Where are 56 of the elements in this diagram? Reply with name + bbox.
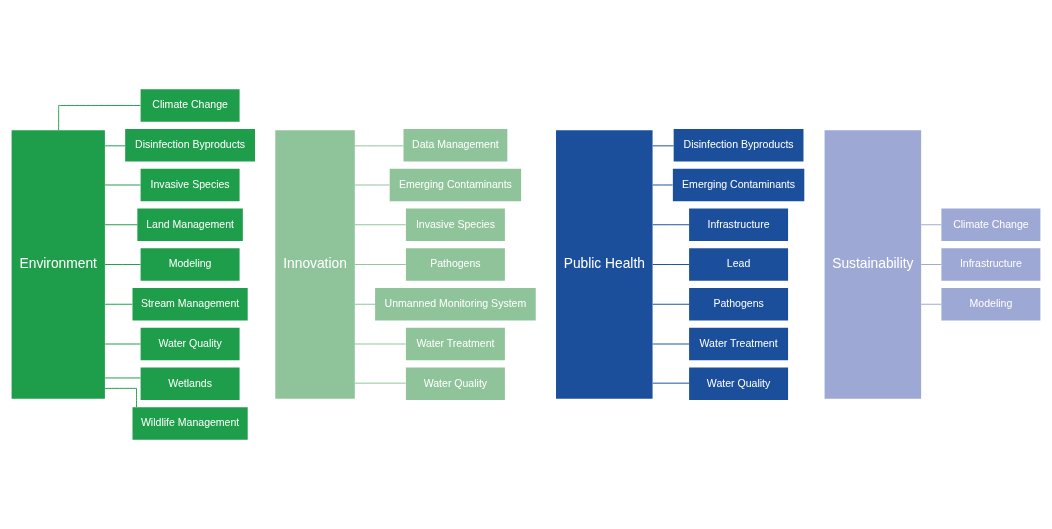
node-box: Modeling — [140, 248, 240, 281]
node-box: Data Management — [403, 129, 508, 162]
node-box: Innovation — [275, 130, 355, 399]
connector — [354, 184, 390, 186]
connector — [920, 224, 942, 226]
connector — [354, 224, 407, 226]
node-box: Environment — [11, 130, 105, 399]
connector — [354, 382, 407, 384]
connector — [652, 343, 690, 345]
node-box: Lead — [689, 248, 789, 281]
connector — [652, 264, 690, 265]
connector — [104, 224, 138, 226]
node-box: Pathogens — [405, 248, 505, 281]
connector — [652, 224, 690, 226]
node-box: Modeling — [941, 288, 1041, 321]
node-box: Wetlands — [140, 367, 240, 400]
node-box: Water Quality — [140, 327, 240, 361]
node-box: Water Quality — [405, 367, 505, 400]
node-box: Unmanned Monitoring System — [375, 288, 536, 321]
node-box: Emerging Contaminants — [672, 168, 805, 202]
node-box: Water Treatment — [405, 327, 505, 361]
connector — [652, 382, 690, 384]
node-box: Public Health — [556, 130, 653, 399]
node-box: Disinfection Byproducts — [125, 129, 255, 162]
node-box: Disinfection Byproducts — [673, 129, 804, 162]
node-box: Pathogens — [689, 288, 789, 321]
node-box: Infrastructure — [689, 208, 789, 241]
connector — [58, 105, 141, 131]
connector — [652, 184, 674, 186]
connector — [354, 343, 407, 345]
connector — [104, 145, 126, 147]
node-box: Wildlife Management — [132, 407, 248, 440]
node-box: Infrastructure — [941, 248, 1041, 281]
node-box: Climate Change — [140, 89, 240, 122]
connector — [354, 264, 407, 265]
node-box: Stream Management — [132, 288, 248, 321]
connector — [104, 377, 141, 379]
node-box: Invasive Species — [405, 208, 505, 241]
node-box: Land Management — [137, 208, 243, 241]
node-box: Water Quality — [689, 367, 789, 400]
node-box: Climate Change — [941, 208, 1041, 241]
connector — [652, 145, 675, 147]
connector — [104, 343, 141, 345]
node-box: Sustainability — [824, 130, 922, 399]
connector — [104, 387, 138, 408]
node-box: Invasive Species — [140, 168, 240, 202]
connector — [104, 264, 141, 265]
connector — [104, 184, 141, 186]
connector — [652, 303, 690, 305]
connector — [104, 303, 133, 305]
node-box: Water Treatment — [689, 327, 789, 361]
connector — [920, 303, 942, 305]
connector — [354, 145, 404, 147]
connector — [920, 264, 942, 265]
node-box: Emerging Contaminants — [389, 168, 522, 202]
connector — [354, 303, 376, 305]
